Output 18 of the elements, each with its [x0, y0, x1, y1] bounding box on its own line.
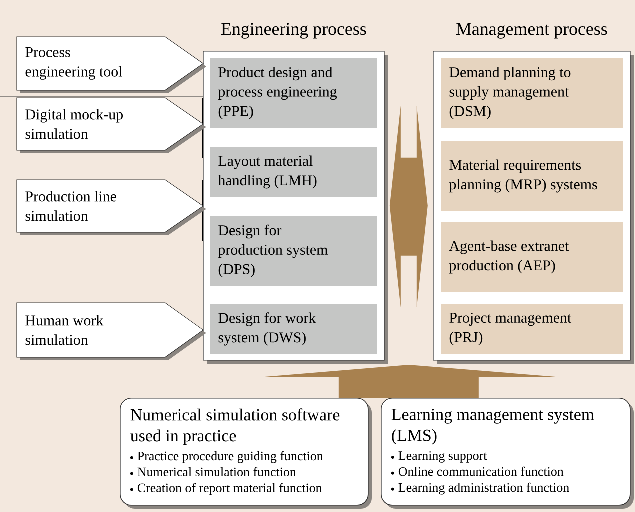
callout-pointer: Digital mock-up simulation: [16, 98, 206, 154]
callout-pointer: Process engineering tool: [16, 36, 206, 94]
process-box: Material requirements planning (MRP) systems: [441, 141, 624, 212]
process-box: Project management (PRJ): [441, 304, 624, 354]
callout-pointer: Human work simulation: [16, 302, 206, 360]
double-arrow: [390, 106, 428, 308]
node-label: Management process: [456, 23, 608, 39]
process-box: Design for work system (DWS): [210, 304, 378, 354]
process-box: Layout material handling (LMH): [210, 147, 378, 198]
callout-pointer: Production line simulation: [16, 180, 206, 236]
info-card: Numerical simulation software used in practice Practice procedure guiding function Numerical simulation function Creation of report material function: [120, 398, 372, 509]
node-label: Engineering process: [221, 23, 366, 39]
info-card: Learning management system (LMS) Learning support Online communication function Learning administration function: [381, 398, 634, 509]
process-box: Agent-base extranet production (AEP): [441, 222, 624, 292]
process-box: Design for production system (DPS): [210, 216, 378, 286]
process-box: Product design and process engineering (PPE): [210, 58, 378, 128]
merge-arrow: [264, 365, 556, 398]
process-box: Demand planning to supply management (DSM): [441, 58, 624, 128]
